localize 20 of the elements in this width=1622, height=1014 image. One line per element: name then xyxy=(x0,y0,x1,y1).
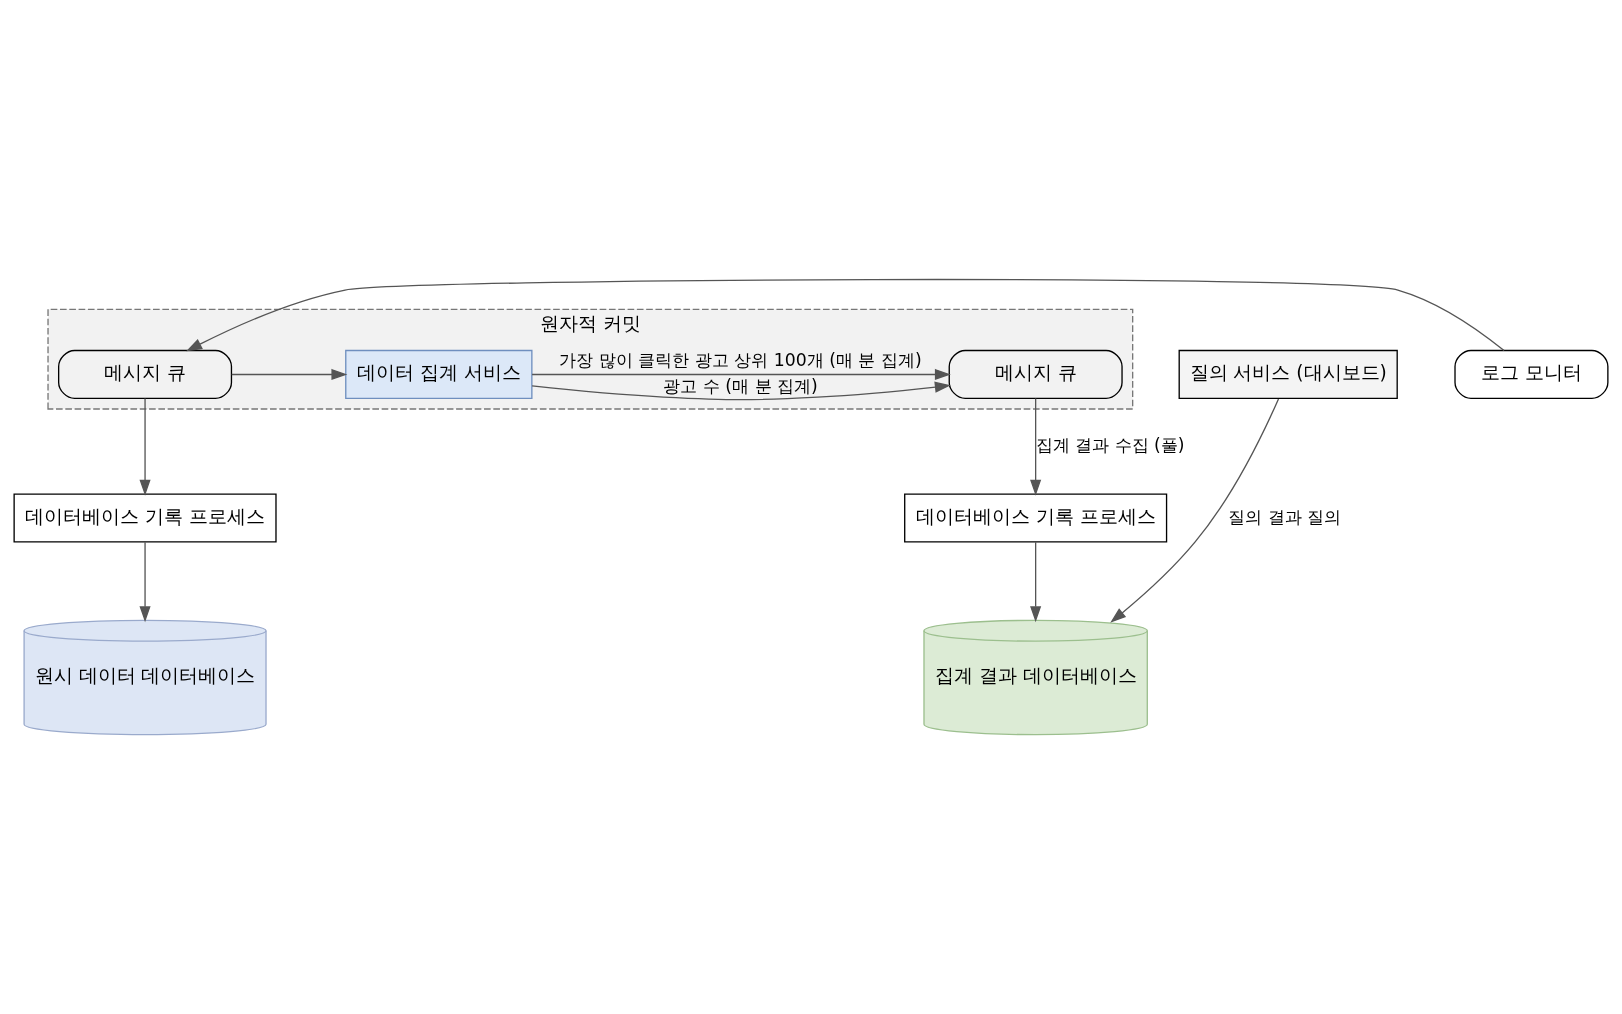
node-box: 데이터베이스 기록 프로세스 xyxy=(904,493,1168,543)
arrow xyxy=(231,368,348,381)
arrow xyxy=(531,381,951,401)
arrow xyxy=(531,368,951,381)
node-box: 로그 모니터 xyxy=(1454,349,1609,400)
arrow xyxy=(139,541,151,623)
arrow xyxy=(139,397,151,496)
arrow xyxy=(1110,398,1280,623)
node-box: 데이터베이스 기록 프로세스 xyxy=(13,493,277,543)
node-box: 메시지 큐 xyxy=(58,349,233,400)
node-box: 질의 서비스 (대시보드) xyxy=(1178,349,1398,400)
edge-label: 광고 수 (매 분 집계) xyxy=(663,376,818,397)
arrow xyxy=(1030,397,1042,496)
arrow xyxy=(186,278,1505,352)
edge-label: 질의 결과 질의 xyxy=(1228,506,1342,527)
edge-label: 가장 많이 클릭한 광고 상위 100개 (매 분 집계) xyxy=(559,349,922,370)
node-box: 데이터 집계 서비스 xyxy=(345,349,533,400)
arrow xyxy=(1030,541,1042,623)
edge-label: 집계 결과 수집 (풀) xyxy=(1035,434,1185,455)
node-box: 메시지 큐 xyxy=(948,349,1123,400)
